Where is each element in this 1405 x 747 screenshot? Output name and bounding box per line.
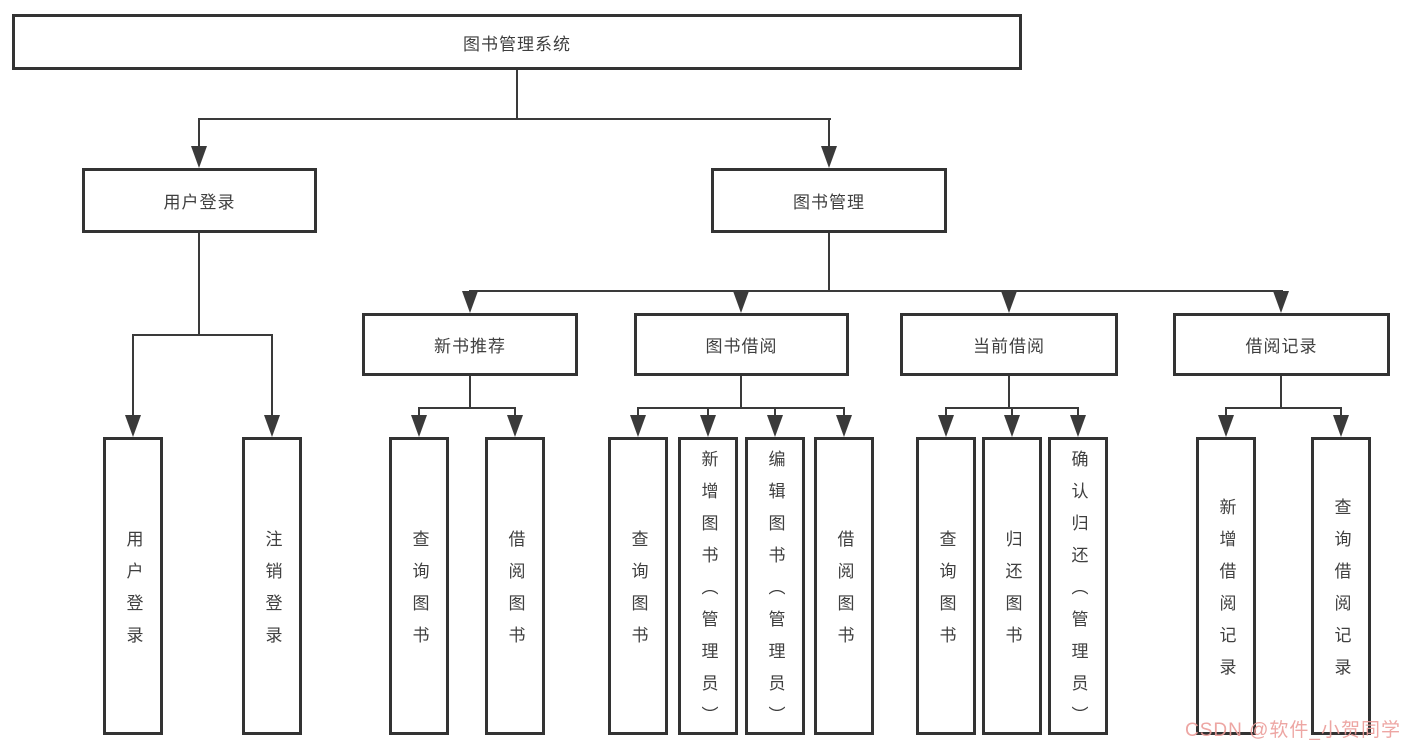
connector-group2-stem [740,376,742,407]
connector-arrow-stem [1340,407,1342,419]
leaf-query-book-2-label: 查询图书 [628,529,648,658]
arrow-down-icon [836,415,852,437]
connector-arrow-stem [637,407,639,419]
connector-arrow-stem [1225,407,1227,419]
connector-group4-rail [1225,407,1342,409]
arrow-down-icon [1001,291,1017,313]
arrow-down-icon [1004,415,1020,437]
leaf-query-borrow-record: 查询借阅记录 [1311,437,1371,735]
connector-arrow-stem [198,118,200,150]
arrow-down-icon [700,415,716,437]
leaf-query-book-2: 查询图书 [608,437,668,735]
leaf-edit-book-admin: 编辑图书（管理员） [745,437,805,738]
node-current-borrow: 当前借阅 [900,313,1118,376]
node-new-book-recommend-label: 新书推荐 [434,337,506,356]
leaf-query-book-3-label: 查询图书 [936,529,956,658]
connector-group1-rail [418,407,516,409]
arrow-down-icon [938,415,954,437]
leaf-add-book-admin-label: 新增图书（管理员） [698,449,718,738]
connector-book-mgmt-stem [828,233,830,290]
csdn-watermark: CSDN @软件_小贺同学 [1185,720,1401,741]
connector-arrow-stem [418,407,420,419]
connector-arrow-stem [1077,407,1079,419]
connector-arrow-stem [774,407,776,419]
node-book-borrow-label: 图书借阅 [705,337,778,356]
arrow-down-icon [411,415,427,437]
connector-arrow-stem [828,118,830,150]
connector-group4-stem [1280,376,1282,407]
arrow-down-icon [507,415,523,437]
connector-level3-rail [469,290,1283,292]
arrow-down-icon [630,415,646,437]
leaf-edit-book-admin-label: 编辑图书（管理员） [765,449,785,738]
arrow-down-icon [821,146,837,168]
node-user-login-label: 用户登录 [163,193,236,212]
connector-arrow-stem [1011,407,1013,419]
arrow-down-icon [1333,415,1349,437]
node-book-management-label: 图书管理 [793,193,865,212]
arrow-down-icon [1218,415,1234,437]
connector-group1-stem [469,376,471,407]
leaf-borrow-book-2-label: 借阅图书 [834,529,854,658]
connector-group3-stem [1008,376,1010,407]
node-borrow-records: 借阅记录 [1173,313,1390,376]
connector-user-login-stem [198,233,200,334]
leaf-return-book-label: 归还图书 [1002,529,1022,658]
arrow-down-icon [1273,291,1289,313]
connector-level2-rail [199,118,831,120]
arrow-down-icon [191,146,207,168]
leaf-return-book: 归还图书 [982,437,1042,735]
leaf-query-borrow-record-label: 查询借阅记录 [1331,497,1351,690]
leaf-confirm-return-admin: 确认归还（管理员） [1048,437,1108,738]
connector-arrow-stem [514,407,516,419]
node-new-book-recommend: 新书推荐 [362,313,578,376]
leaf-borrow-book-2: 借阅图书 [814,437,874,735]
leaf-borrow-book-1-label: 借阅图书 [505,529,525,658]
leaf-add-borrow-record: 新增借阅记录 [1196,437,1256,735]
connector-root-stem [516,70,518,118]
arrow-down-icon [733,291,749,313]
leaf-query-book-1-label: 查询图书 [409,529,429,658]
arrow-down-icon [1070,415,1086,437]
node-library-system: 图书管理系统 [12,14,1022,70]
node-user-login: 用户登录 [82,168,317,233]
connector-arrow-stem [945,407,947,419]
connector-arrow-stem [132,334,134,417]
connector-group2-rail [637,407,845,409]
leaf-borrow-book-1: 借阅图书 [485,437,545,735]
arrow-down-icon [767,415,783,437]
node-current-borrow-label: 当前借阅 [973,337,1045,356]
leaf-logout-label: 注销登录 [262,529,282,658]
arrow-down-icon [462,291,478,313]
node-book-management: 图书管理 [711,168,947,233]
arrow-down-icon [125,415,141,437]
leaf-confirm-return-admin-label: 确认归还（管理员） [1068,449,1088,738]
node-book-borrow: 图书借阅 [634,313,849,376]
arrow-down-icon [264,415,280,437]
leaf-add-borrow-record-label: 新增借阅记录 [1216,497,1236,690]
leaf-logout: 注销登录 [242,437,302,735]
connector-arrow-stem [843,407,845,419]
leaf-query-book-3: 查询图书 [916,437,976,735]
leaf-query-book-1: 查询图书 [389,437,449,735]
leaf-user-login-label: 用户登录 [123,529,143,658]
connector-user-login-rail [132,334,273,336]
connector-arrow-stem [271,334,273,417]
node-library-system-label: 图书管理系统 [463,34,571,54]
leaf-add-book-admin: 新增图书（管理员） [678,437,738,738]
leaf-user-login: 用户登录 [103,437,163,735]
connector-arrow-stem [707,407,709,419]
node-borrow-records-label: 借阅记录 [1245,337,1318,356]
